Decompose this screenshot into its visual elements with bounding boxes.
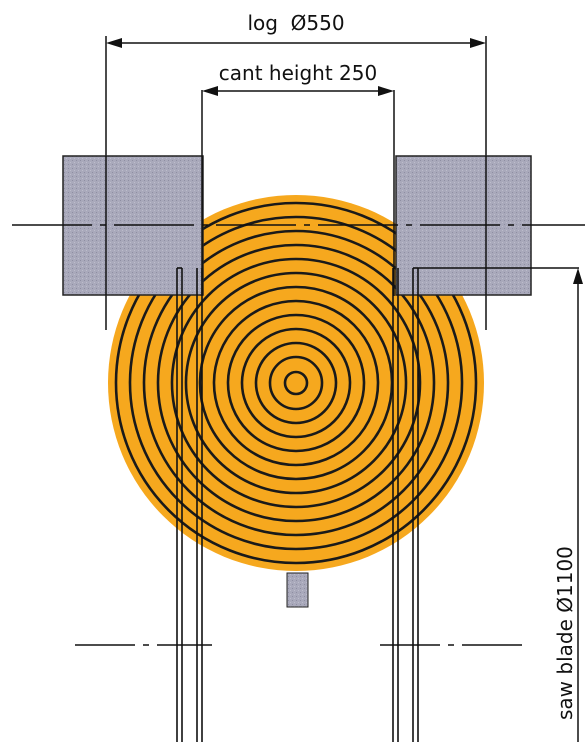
cant-height-label: cant height 250 [219,61,377,85]
saw-blade-dimension: saw blade Ø1100 [418,267,583,742]
growth-ring [128,215,464,551]
left-saw-blade [176,267,203,742]
log-pith [283,370,309,396]
saw-blade-label: saw blade Ø1100 [553,546,577,720]
growth-ring [184,271,408,495]
growth-ring [142,229,450,537]
growth-ring [114,201,478,565]
shaft-stub [286,572,309,608]
growth-rings [114,201,478,565]
growth-ring [170,257,422,509]
log-diameter-label: log Ø550 [247,11,344,35]
log-dimension: log Ø550 [106,11,486,48]
growth-ring [268,355,324,411]
growth-ring [254,341,338,425]
growth-ring [226,313,366,453]
growth-ring [212,299,380,467]
growth-ring [156,243,436,523]
growth-ring [198,285,394,481]
growth-ring [240,327,352,439]
right-saw-blade [392,267,419,742]
cant-height-dimension: cant height 250 [202,61,394,96]
